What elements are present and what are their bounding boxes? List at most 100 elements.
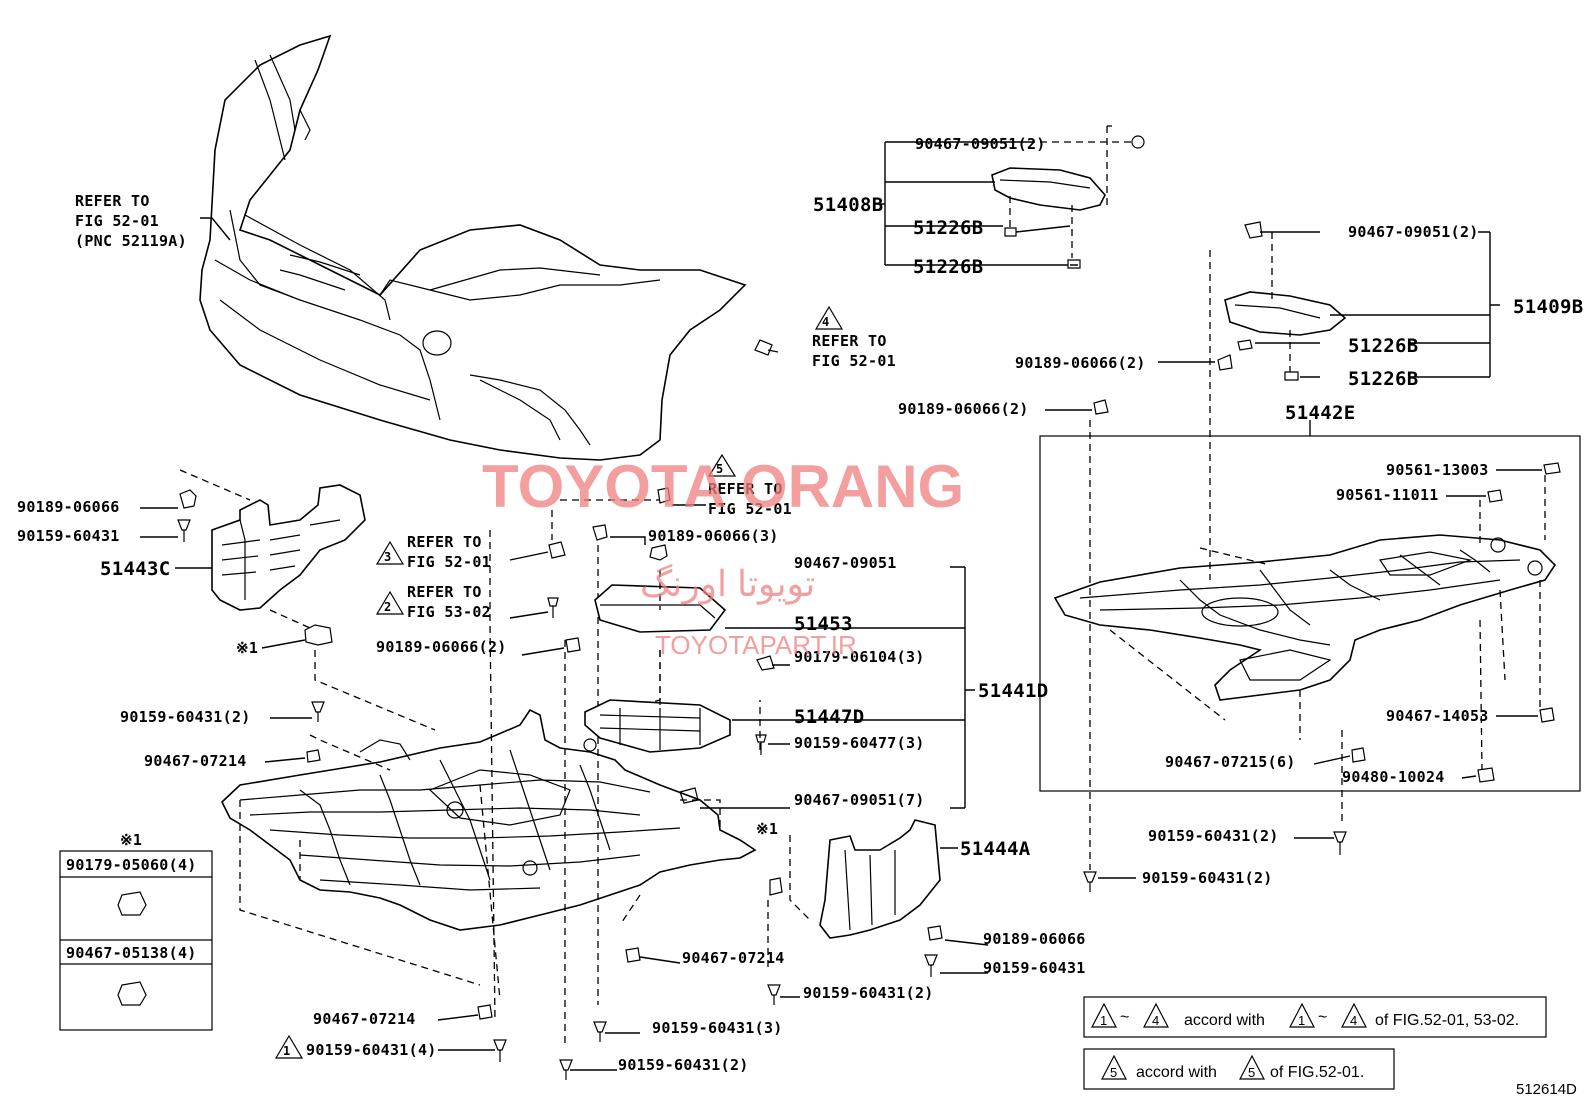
label-90467-07214-c: 90467-07214 (313, 1010, 416, 1028)
label-90159-60477-3: 90159-60477(3) (794, 734, 925, 752)
label-90467-09051-7: 90467-09051(7) (794, 791, 925, 809)
label-90159-60431-b: 90159-60431 (983, 959, 1086, 977)
panel-51453-detail (600, 604, 716, 619)
refer-3: 3 REFER TO FIG 52-01 (375, 533, 491, 571)
bracket-51408b-drawing (991, 125, 1145, 269)
label-51226b-1: 51226B (913, 217, 983, 239)
label-90159-60431-3: 90159-60431(3) (652, 1019, 783, 1037)
label-51226b-4: 51226B (1348, 368, 1418, 390)
refer-bumper-line2: FIG 52-01 (75, 212, 159, 230)
refer-3-line1: REFER TO (407, 533, 482, 551)
label-90467-07214-b: 90467-07214 (682, 949, 785, 967)
label-90159-60431-4-group: 1 90159-60431(4) (274, 1034, 436, 1059)
note-1-tilde: ~ (1120, 1009, 1129, 1026)
refer-5: 5 REFER TO FIG 52-01 (707, 453, 792, 518)
label-90189-06066-3: 90189-06066(3) (648, 527, 779, 545)
shield-51443c-drawing (211, 484, 366, 646)
label-90189-06066-2b: 90189-06066(2) (898, 400, 1029, 418)
watermark: TOYOTA ORANG تویوتا اورنگ TOYOTAPART.IR (482, 453, 964, 660)
label-51442e: 51442E (1285, 402, 1355, 424)
leader-lines (140, 217, 1542, 1071)
watermark-persian: تویوتا اورنگ (640, 563, 815, 605)
label-90159-60431-2-l: 90159-60431(2) (120, 708, 251, 726)
plate-51447d-drawing (584, 650, 731, 753)
note-1-tilde2: ~ (1318, 1009, 1327, 1026)
refer-4: 4 REFER TO FIG 52-01 (812, 305, 896, 370)
under-cover-51442e-drawing (1053, 534, 1557, 701)
legend-nut-1-icon (117, 891, 147, 916)
label-90480-10024: 90480-10024 (1342, 768, 1445, 786)
watermark-main: TOYOTA ORANG (482, 453, 964, 520)
label-90189-06066-2a: 90189-06066(2) (1015, 354, 1146, 372)
note-1-text2: of FIG.52-01, 53-02. (1375, 1012, 1519, 1029)
fastener-legend-box: ※1 90179-05060(4) 90467-05138(4) (59, 831, 213, 1031)
refer-2-line1: REFER TO (407, 583, 482, 601)
clip-51453 (649, 544, 668, 561)
label-90189-06066-b: 90189-06066 (983, 930, 1086, 948)
label-90467-07214-a: 90467-07214 (144, 752, 247, 770)
label-51441d: 51441D (978, 680, 1048, 702)
legend-row-1: 90179-05060(4) (66, 856, 197, 874)
refer-4-num: 4 (822, 315, 830, 329)
label-90467-07215-6: 90467-07215(6) (1165, 753, 1296, 771)
bracket-51409b-leaders (1255, 231, 1500, 378)
note-1-to: 4 (1152, 1013, 1159, 1028)
dash-51443c-b (269, 609, 311, 629)
label-90189-06066-2c: 90189-06066(2) (376, 638, 507, 656)
refer-4-line2: FIG 52-01 (812, 352, 896, 370)
fastener-icons (177, 339, 1561, 1080)
note-2-text2: of FIG.52-01. (1270, 1064, 1364, 1081)
label-90159-60431-2-r1: 90159-60431(2) (1148, 827, 1279, 845)
label-90159-60431-2-m: 90159-60431(2) (803, 984, 934, 1002)
note-2: 5 accord with 5 of FIG.52-01. (1083, 1048, 1395, 1090)
label-90159-60431-l: 90159-60431 (17, 527, 120, 545)
legend-nut-2-icon (117, 981, 147, 1006)
note-1: 1 ~ 4 accord with 1 ~ 4 of FIG.52-01, 53… (1083, 996, 1547, 1038)
refer-3-num: 3 (384, 550, 392, 564)
refer-bumper-line1: REFER TO (75, 192, 150, 210)
label-51226b-2: 51226B (913, 256, 983, 278)
note-1-to2: 4 (1350, 1013, 1357, 1028)
note-1-text1: accord with (1184, 1012, 1265, 1029)
label-51409b: 51409B (1513, 296, 1583, 318)
legend-title: ※1 (120, 831, 142, 849)
refer-bumper: REFER TO FIG 52-01 (PNC 52119A) (75, 192, 187, 250)
shield-51444a-drawing (769, 819, 941, 939)
label-90467-09051-2b: 90467-09051(2) (1348, 223, 1479, 241)
front-bumper-drawing (199, 34, 747, 461)
refer-2-num: 2 (384, 600, 392, 614)
note-2-num: 5 (1110, 1065, 1117, 1080)
refer-2-line2: FIG 53-02 (407, 603, 491, 621)
refer-2: 2 REFER TO FIG 53-02 (375, 583, 491, 621)
refer-5-line1: REFER TO (708, 480, 783, 498)
note-2-text1: accord with (1136, 1064, 1217, 1081)
mark-1-b: ※1 (756, 820, 778, 838)
tri-1-num: 1 (283, 1044, 291, 1058)
note-1-from: 1 (1100, 1013, 1107, 1028)
label-51443c: 51443C (100, 558, 170, 580)
label-90467-14053: 90467-14053 (1386, 707, 1489, 725)
bracket-51408b-leaders (875, 141, 1068, 266)
label-90159-60431-2-r2: 90159-60431(2) (1142, 869, 1273, 887)
label-90561-13003: 90561-13003 (1386, 461, 1489, 479)
note-1-from2: 1 (1298, 1013, 1305, 1028)
label-51226b-3: 51226B (1348, 335, 1418, 357)
refer-4-line1: REFER TO (812, 332, 887, 350)
label-90561-11011: 90561-11011 (1336, 486, 1439, 504)
diagram-id: 512614D (1516, 1081, 1577, 1098)
legend-row-2: 90467-05138(4) (66, 944, 197, 962)
refer-5-line2: FIG 52-01 (708, 500, 792, 518)
label-90467-09051-2a: 90467-09051(2) (915, 135, 1046, 153)
label-51447d: 51447D (794, 706, 864, 728)
label-51453: 51453 (794, 613, 853, 635)
label-51408b: 51408B (813, 194, 883, 216)
note-2-num2: 5 (1248, 1065, 1255, 1080)
label-90179-06104-3: 90179-06104(3) (794, 648, 925, 666)
mark-1-a: ※1 (236, 639, 258, 657)
label-90467-09051: 90467-09051 (794, 554, 897, 572)
label-51444a: 51444A (960, 838, 1031, 860)
refer-3-line2: FIG 52-01 (407, 553, 491, 571)
under-cover-51442e-dashes (1089, 250, 1546, 870)
